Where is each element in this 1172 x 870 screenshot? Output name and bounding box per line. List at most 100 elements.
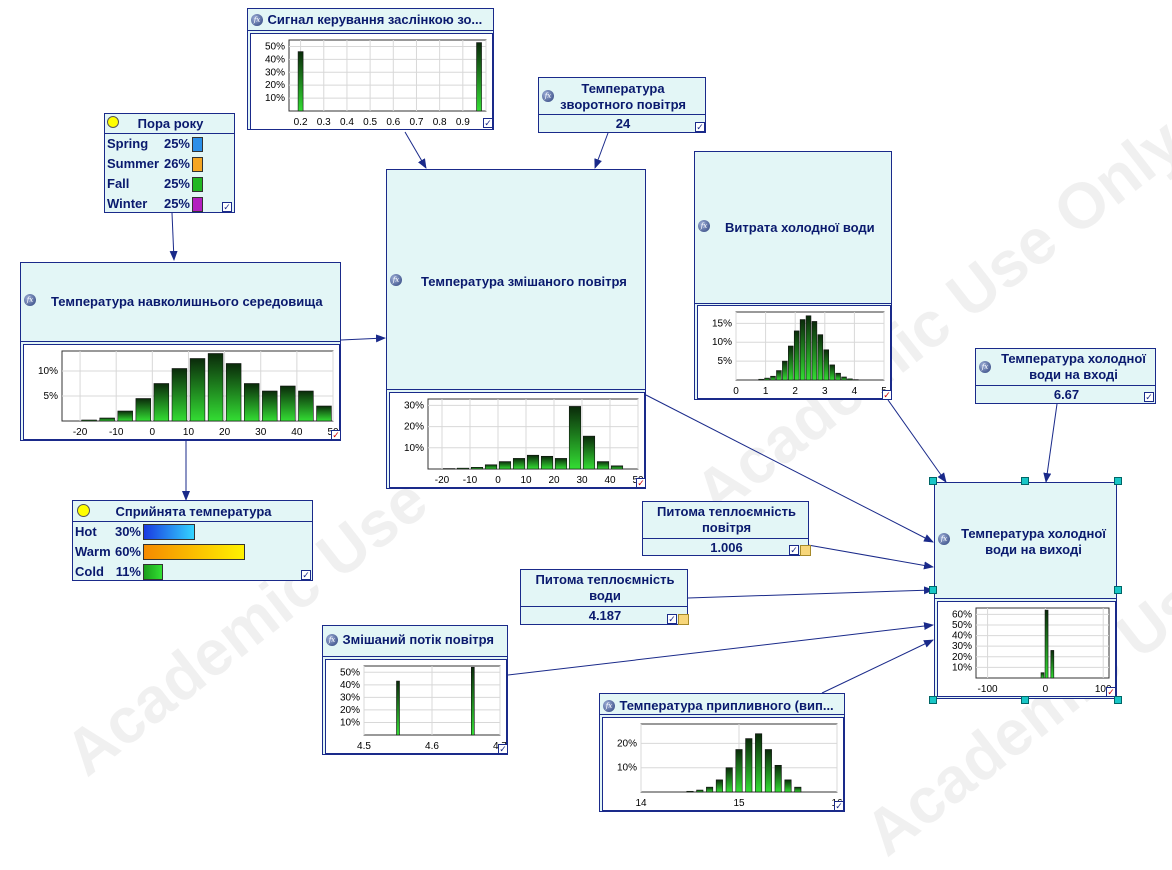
- node-value: 4.187: [588, 608, 622, 623]
- bar: [117, 410, 133, 422]
- checkbox-icon[interactable]: ✓: [301, 570, 311, 580]
- x-tick-label: 1: [763, 386, 769, 397]
- node-cold-water-outlet-temp[interactable]: fx Температура холодної води на виході -…: [934, 482, 1117, 699]
- checkbox-icon[interactable]: ✓: [636, 478, 646, 488]
- node-cold-water-inlet-temp[interactable]: fx Температура холодної води на вході 6.…: [975, 348, 1156, 404]
- function-icon: fx: [326, 633, 338, 646]
- bar: [764, 749, 772, 793]
- node-value: 24: [615, 116, 631, 131]
- node-ambient-temp[interactable]: fx Температура навколишнього середовища …: [20, 262, 341, 441]
- node-water-specific-heat[interactable]: Питома теплоємність води 4.187 ✓: [520, 569, 689, 625]
- bar: [799, 319, 806, 381]
- node-title: Сигнал керування заслінкою зо...: [267, 12, 483, 27]
- state-label: Warm: [75, 544, 111, 559]
- node-return-air-temp[interactable]: fx Температура зворотного повітря 24 ✓: [538, 77, 706, 133]
- checkbox-icon[interactable]: ✓: [331, 430, 341, 440]
- bar: [784, 779, 792, 793]
- state-percent: 25%: [163, 136, 190, 151]
- bar: [793, 330, 800, 381]
- x-tick-label: 0.9: [456, 117, 470, 128]
- node-mixed-air-flow[interactable]: fx Змішаний потік повітря 4.54.64.710%20…: [322, 625, 508, 755]
- selection-handle[interactable]: [929, 477, 937, 485]
- state-bar: [192, 137, 203, 152]
- x-tick-label: 4.6: [425, 741, 439, 752]
- x-tick-label: -100: [978, 684, 998, 695]
- y-tick-label: 20%: [340, 705, 360, 716]
- y-tick-label: 10%: [340, 717, 360, 728]
- y-tick-label: 40%: [340, 680, 360, 691]
- y-tick-label: 10%: [38, 366, 58, 377]
- y-tick-label: 10%: [712, 337, 732, 348]
- state-bar: [192, 157, 203, 172]
- bar: [498, 461, 512, 470]
- bar: [770, 375, 776, 381]
- x-tick-label: 14: [635, 798, 647, 809]
- node-title-line2: повітря: [701, 520, 752, 535]
- checkbox-icon[interactable]: ✓: [834, 801, 844, 811]
- checkbox-icon[interactable]: ✓: [1144, 392, 1154, 402]
- selection-handle[interactable]: [1114, 696, 1122, 704]
- y-tick-label: 40%: [265, 54, 285, 65]
- state-percent: 26%: [163, 156, 190, 171]
- chart-supply-air-temp: 14151610%20%: [602, 717, 844, 811]
- plot-area: [288, 39, 487, 112]
- x-tick-label: 4.5: [357, 741, 371, 752]
- selection-handle[interactable]: [1021, 477, 1029, 485]
- state-row[interactable]: Spring 25%: [107, 135, 232, 153]
- state-percent: 60%: [114, 544, 141, 559]
- function-icon: fx: [603, 699, 615, 712]
- y-tick-label: 10%: [617, 763, 637, 774]
- node-title-line2: води на виході: [985, 542, 1082, 557]
- selection-handle[interactable]: [929, 696, 937, 704]
- bar: [735, 749, 743, 793]
- note-icon[interactable]: [800, 545, 811, 556]
- selection-handle[interactable]: [929, 586, 937, 594]
- y-tick-label: 30%: [340, 692, 360, 703]
- checkbox-icon[interactable]: ✓: [222, 202, 232, 212]
- selection-handle[interactable]: [1114, 586, 1122, 594]
- x-tick-label: 100: [1095, 684, 1112, 695]
- edge-ambient-mixed: [340, 334, 386, 343]
- bar: [725, 767, 733, 793]
- y-tick-label: 10%: [952, 662, 972, 673]
- checkbox-icon[interactable]: ✓: [483, 118, 493, 128]
- checkbox-icon[interactable]: ✓: [695, 122, 705, 132]
- state-percent: 25%: [163, 176, 190, 191]
- bar: [755, 733, 763, 793]
- node-air-specific-heat[interactable]: Питома теплоємність повітря 1.006 ✓: [642, 501, 811, 556]
- bar: [745, 738, 753, 793]
- checkbox-icon[interactable]: ✓: [882, 390, 892, 400]
- checkbox-icon[interactable]: ✓: [498, 744, 508, 754]
- selection-handle[interactable]: [1114, 477, 1122, 485]
- y-tick-label: 5%: [718, 356, 733, 367]
- edge-mixedflow-coldout: [507, 622, 934, 676]
- bar: [135, 398, 152, 422]
- node-title: Витрата холодної води: [725, 220, 875, 235]
- bar: [782, 360, 788, 381]
- discrete-node-icon: [107, 116, 119, 128]
- x-tick-label: 0.4: [340, 117, 354, 128]
- selection-handle[interactable]: [1021, 696, 1029, 704]
- x-tick-label: 40: [291, 427, 303, 438]
- node-cold-water-flow[interactable]: fx Витрата холодної води 0123455%10%15% …: [694, 151, 892, 400]
- note-icon[interactable]: [678, 614, 689, 625]
- bar: [207, 353, 224, 422]
- state-label: Spring: [107, 136, 149, 151]
- bar: [442, 468, 456, 470]
- checkbox-icon[interactable]: ✓: [789, 545, 799, 555]
- bar: [484, 464, 498, 470]
- x-tick-label: 0: [150, 427, 156, 438]
- checkbox-icon[interactable]: ✓: [667, 614, 677, 624]
- checkbox-icon[interactable]: ✓: [1106, 687, 1116, 697]
